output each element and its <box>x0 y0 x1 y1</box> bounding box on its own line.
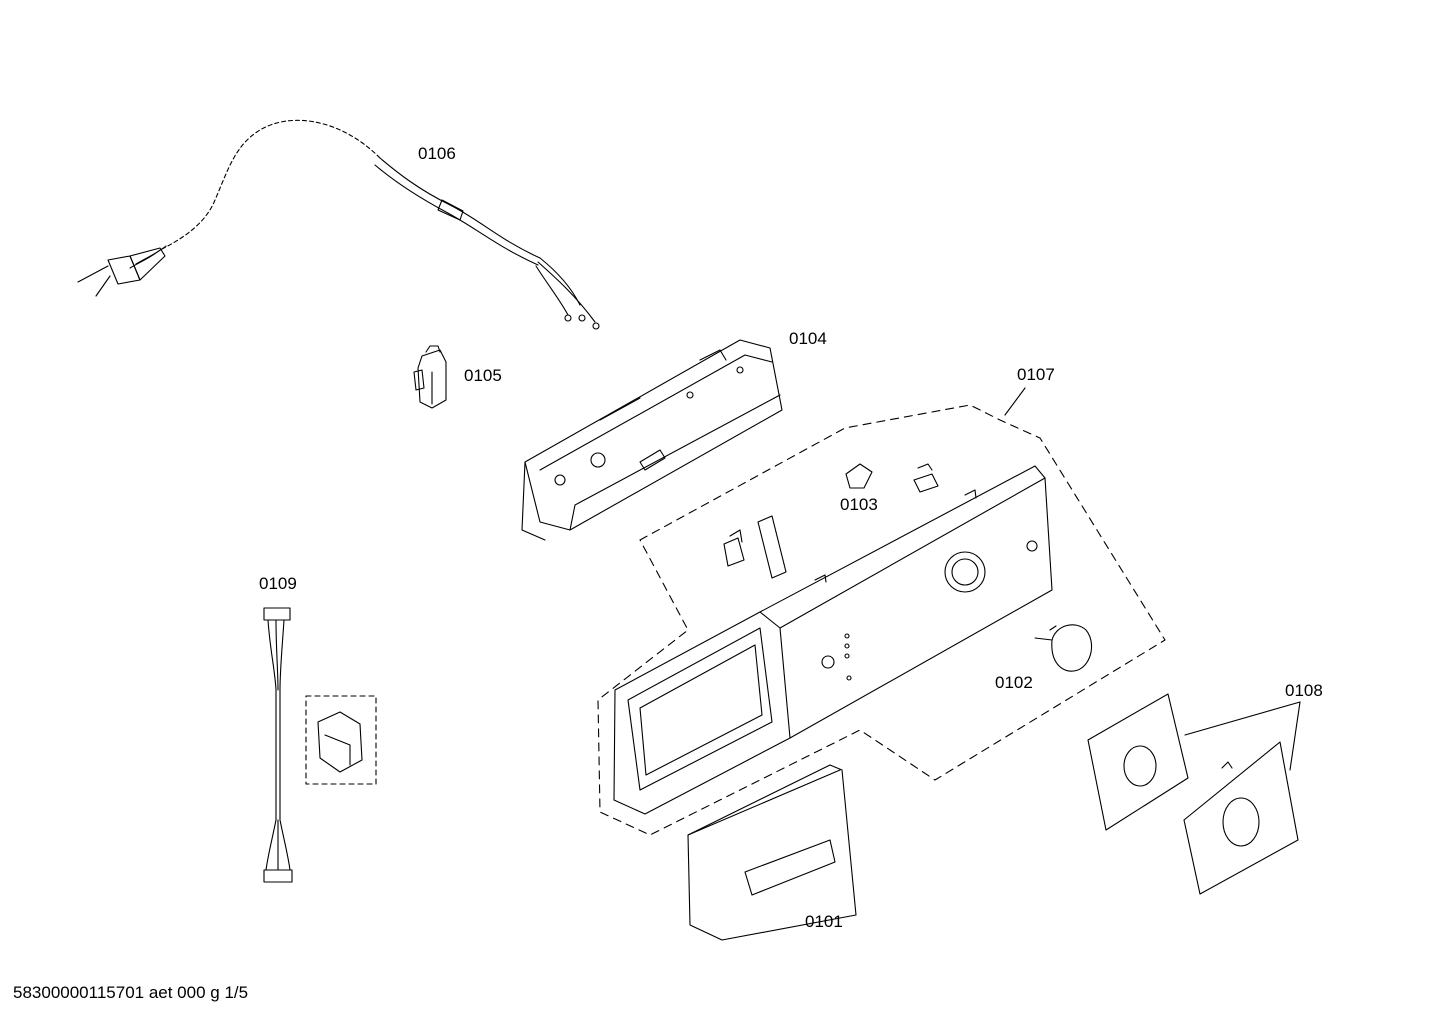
part-label-0108: 0108 <box>1285 681 1323 700</box>
part-label-0103: 0103 <box>840 495 878 514</box>
switch-drawing <box>414 346 446 408</box>
part-label-0109: 0109 <box>259 574 297 593</box>
control-panel-drawing <box>614 466 1052 814</box>
drawer-handle-drawing <box>688 765 856 940</box>
part-label-0107: 0107 <box>1017 365 1055 384</box>
connector-drawing <box>306 696 376 784</box>
part-label-0106: 0106 <box>418 144 456 163</box>
push-buttons-drawing <box>724 464 938 578</box>
part-label-0102: 0102 <box>995 673 1033 692</box>
part-label-0101: 0101 <box>805 912 843 931</box>
control-panel-group-outline <box>598 405 1165 835</box>
part-label-0104: 0104 <box>789 329 827 348</box>
drawing-reference-footer: 58300000115701 aet 000 g 1/5 <box>13 983 249 1002</box>
cover-plates-drawing <box>1088 694 1300 894</box>
program-knob-drawing <box>1035 625 1092 671</box>
power-cord-drawing <box>78 120 599 329</box>
wiring-harness-drawing <box>264 608 292 882</box>
control-module-housing-drawing <box>522 340 782 540</box>
part-label-0105: 0105 <box>464 366 502 385</box>
